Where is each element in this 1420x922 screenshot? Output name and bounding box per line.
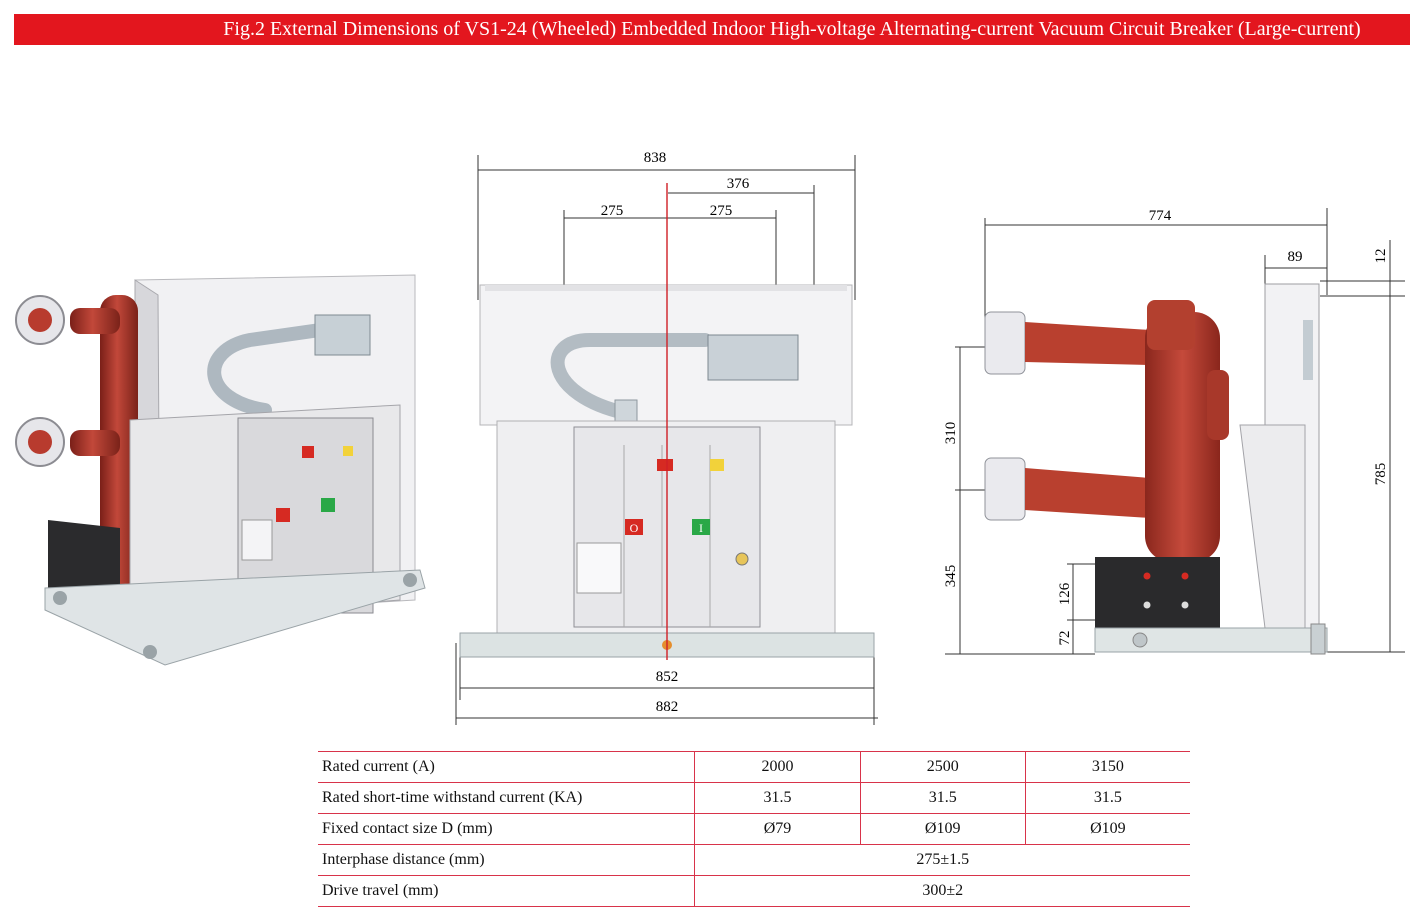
table-cell: 31.5 — [1024, 782, 1190, 814]
side-terminal-block — [1095, 557, 1220, 629]
row-label: Interphase distance (mm) — [318, 844, 695, 876]
spec-table: Rated current (A) 2000 2500 3150 Rated s… — [318, 751, 1190, 907]
close-button-label: I — [699, 521, 703, 535]
side-insulator-upper — [1025, 322, 1150, 365]
table-row: Fixed contact size D (mm) Ø79 Ø109 Ø109 — [318, 813, 1190, 845]
table-cell: 300±2 — [694, 875, 1190, 907]
dim-depth: 774 — [1149, 208, 1172, 224]
table-row: Rated short-time withstand current (KA) … — [318, 782, 1190, 814]
table-cell: 31.5 — [859, 782, 1026, 814]
dim-phase-right: 275 — [710, 203, 733, 219]
row-label: Fixed contact size D (mm) — [318, 813, 695, 845]
dim-top-height: 12 — [1373, 249, 1389, 264]
dim-block-height: 126 — [1057, 582, 1073, 605]
figure-title-bar: Fig.2 External Dimensions of VS1-24 (Whe… — [14, 14, 1410, 45]
charging-indicator-icon — [735, 552, 749, 566]
side-wheeled-base — [1094, 627, 1328, 653]
front-connector — [707, 334, 799, 381]
dim-top-offset: 89 — [1288, 249, 1303, 265]
table-row: Interphase distance (mm) 275±1.5 — [318, 844, 1190, 876]
table-cell: 3150 — [1024, 751, 1190, 783]
table-cell: Ø109 — [1024, 813, 1190, 845]
lower-finger-contact-icon — [984, 457, 1026, 521]
dim-overall-width: 838 — [644, 150, 667, 166]
row-label: Drive travel (mm) — [318, 875, 695, 907]
table-cell: 275±1.5 — [694, 844, 1190, 876]
table-cell: 31.5 — [694, 782, 861, 814]
cable-hose — [207, 323, 327, 417]
front-view: 838 376 275 275 852 882 O I — [455, 150, 878, 725]
wheeled-base — [44, 569, 426, 666]
table-row: Drive travel (mm) 300±2 — [318, 875, 1190, 907]
dim-phase-left: 275 — [601, 203, 624, 219]
dim-overall-height: 785 — [1373, 463, 1389, 486]
cable-connector — [314, 314, 371, 356]
table-cell: 2000 — [694, 751, 861, 783]
table-cell: Ø109 — [859, 813, 1026, 845]
table-cell: 2500 — [859, 751, 1026, 783]
open-button-label: O — [630, 521, 639, 535]
side-insulator-lower — [1025, 468, 1150, 518]
upper-finger-contact-icon — [984, 311, 1026, 375]
dim-phase-pitch: 310 — [943, 422, 959, 445]
dim-base-outer: 882 — [656, 699, 679, 715]
perspective-view — [15, 274, 426, 666]
dim-lower-height: 345 — [943, 565, 959, 588]
dim-base-height: 72 — [1057, 631, 1073, 646]
front-cable-hose — [550, 333, 712, 420]
row-label: Rated short-time withstand current (KA) — [318, 782, 695, 814]
table-row: Rated current (A) 2000 2500 3150 — [318, 751, 1190, 783]
dim-right-offset: 376 — [727, 176, 750, 192]
side-view: 774 89 12 785 310 345 126 72 — [943, 208, 1405, 655]
figure-title: Fig.2 External Dimensions of VS1-24 (Whe… — [223, 18, 1361, 40]
row-label: Rated current (A) — [318, 751, 695, 783]
dim-base-inner: 852 — [656, 669, 679, 685]
side-insulator-column — [1145, 312, 1220, 562]
table-cell: Ø79 — [694, 813, 861, 845]
